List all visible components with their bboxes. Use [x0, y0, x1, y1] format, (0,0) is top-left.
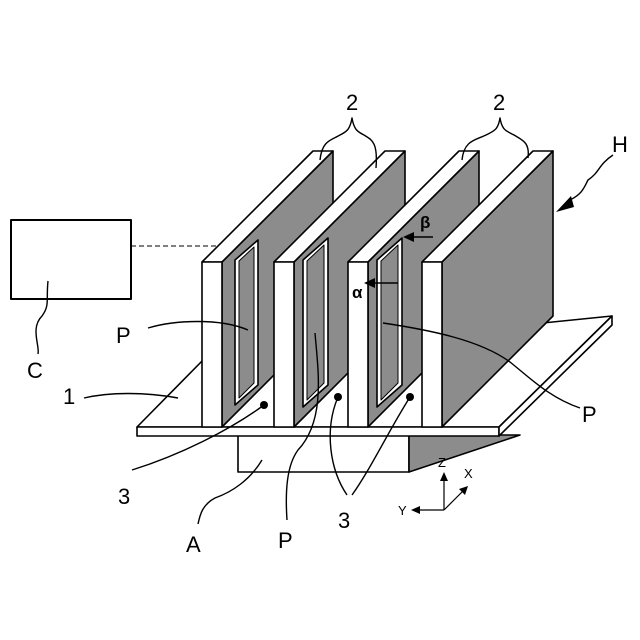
label-3-left: 3 [118, 484, 130, 509]
plate-1-edge [202, 262, 222, 427]
axis-z-arrow [440, 472, 448, 481]
axis-x-line [444, 491, 463, 510]
plate-4-edge [422, 262, 442, 427]
axis-y-arrow [411, 506, 420, 514]
axis-y-label: Y [398, 503, 407, 518]
plate-2-edge [274, 262, 294, 427]
label-p-left: P [116, 323, 131, 348]
specimen-p-1-inner [239, 247, 254, 398]
specimen-p-2-inner [307, 245, 324, 400]
support-block-a [238, 435, 409, 472]
control-box [11, 220, 131, 299]
base-plate-front [137, 427, 499, 436]
label-beta: β [420, 213, 430, 232]
axis-z-label: Z [438, 455, 446, 470]
label-c: C [27, 358, 43, 383]
leader-h-arrow [556, 196, 574, 212]
label-2-left: 2 [346, 90, 358, 115]
label-1: 1 [63, 384, 75, 409]
apparatus-drawing [11, 118, 613, 524]
label-p-right: P [582, 402, 597, 427]
axes-triad [411, 472, 468, 514]
label-alpha: α [352, 283, 363, 302]
label-p-bottom: P [278, 528, 293, 553]
leader-h [570, 155, 613, 200]
leader-1 [84, 394, 178, 399]
label-2-right: 2 [493, 90, 505, 115]
label-a: A [186, 532, 201, 557]
axis-x-label: X [464, 466, 473, 481]
label-3-right: 3 [338, 508, 350, 533]
label-h: H [612, 132, 628, 157]
